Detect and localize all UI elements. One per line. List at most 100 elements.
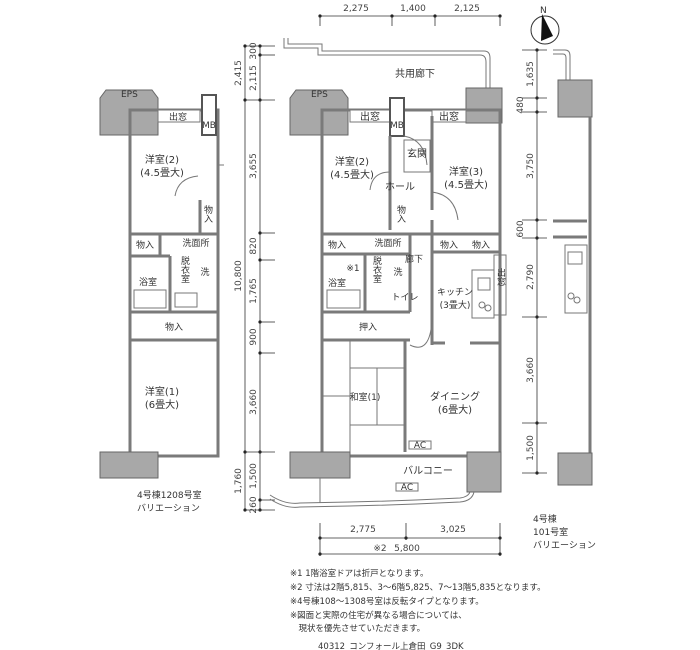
note-2: ※2 寸法は2階5,815、3～6階5,825、7～13階5,835となります。 [290,582,546,593]
dim-top-2: 1,400 [400,4,426,14]
dim-right-4: 600 [516,220,526,237]
left-floor-plan: EPS [99,89,224,479]
main-floor-plan: EPS [269,38,507,508]
dim-top-1: 2,275 [343,4,369,14]
label-ac-1: AC [414,441,426,451]
note-3: ※4号棟108～1308号室は反転タイプとなります。 [290,596,484,607]
column-bottom-right [466,451,502,493]
left-label-washroom: 洗面所 [182,237,209,249]
label-kitchen-size: (3畳大) [440,299,471,311]
eps-label: EPS [311,90,328,100]
left-label-mb: MB [202,121,216,131]
dim-bottom-2: 3,025 [440,525,466,535]
left-plan-labels: 出窓 MB 洋室(2) (4.5畳大) 物入 物入 洗面所 脱衣室 洗 浴室 物… [136,111,216,514]
dim-bottom-1: 2,775 [350,525,376,535]
label-common-corridor: 共用廊下 [395,67,435,80]
label-washroom: 洗面所 [374,237,401,249]
label-japanese-room: 和室(1) [350,391,381,403]
label-hall: ホール [385,181,415,193]
label-ac-2: AC [401,483,413,493]
left-dimensions: 2,415 10,800 1,760 300 2,115 3,655 820 1… [234,42,275,514]
label-dressing-room: 脱衣室 [371,255,382,283]
label-balcony: バルコニー [403,465,453,477]
eps-column [289,89,349,136]
dim-left-inner-7: 3,660 [249,389,259,415]
right-plan-caption: 4号棟 [533,513,557,525]
dim-right-3: 3,750 [526,153,536,179]
dim-bottom-mark: ※2 [373,544,386,554]
dim-left-inner-4: 820 [249,237,259,254]
dim-left-inner-1: 300 [249,42,259,59]
top-dimensions: 2,275 1,400 2,125 [318,4,502,26]
dim-top-3: 2,125 [454,4,480,14]
dim-left-inner-2: 2,115 [249,65,259,91]
label-storage-c: 物入 [472,239,490,251]
left-label-storage-b: 物入 [165,321,183,333]
left-label-bath: 浴室 [139,276,157,288]
label-bay-window-1: 出窓 [360,110,380,123]
label-entrance: 玄関 [407,147,427,160]
label-closet: 押入 [359,321,377,333]
left-label-dressing-room: 脱衣室 [179,255,190,283]
dim-left-inner-9: 260 [249,496,259,513]
left-plan-caption: 4号棟1208号室 [137,489,202,501]
left-label-room2: 洋室(2) [145,153,179,166]
left-label-washer: 洗 [200,266,209,278]
dim-left-inner-8: 1,500 [249,463,259,489]
dim-bottom-total: 5,800 [394,544,420,554]
dim-left-outer-1: 2,415 [234,60,244,86]
label-room2-size: (4.5畳大) [330,168,374,181]
bottom-dimensions: 2,775 3,025 ※2 5,800 [318,523,502,556]
label-bath: 浴室 [328,277,346,289]
label-bay-window-3: 出窓 [495,267,506,286]
note-1: ※1 1階浴室ドアは折戸となります。 [290,568,429,579]
left-label-room1-size: (6畳大) [145,398,179,411]
compass-label: N [540,6,547,16]
dim-right-2: 480 [516,96,526,113]
column-top-right [465,87,503,124]
notes: ※1 1階浴室ドアは折戸となります。 ※2 寸法は2階5,815、3～6階5,8… [290,568,546,650]
note-5: 現状を優先させていただきます。 [290,623,425,634]
note-4: ※図面と実際の住宅が異なる場合については、 [290,610,467,621]
dim-left-inner-3: 3,655 [249,153,259,179]
label-hallway: 廊下 [405,253,423,265]
north-arrow-icon [541,14,553,41]
label-toilet: トイレ [391,293,418,303]
label-storage-b: 物入 [440,239,458,251]
label-washer: 洗 [393,266,402,278]
dim-right-7: 1,500 [526,435,536,461]
label-dining: ダイニング [430,390,480,403]
label-room3-size: (4.5畳大) [444,178,488,191]
dim-left-inner-5: 1,765 [249,278,259,304]
left-label-room1: 洋室(1) [145,385,179,398]
dim-right-6: 3,660 [526,357,536,383]
left-label-storage-a: 物入 [136,239,154,251]
label-kitchen: キッチン [437,287,473,298]
label-room2: 洋室(2) [335,155,369,168]
label-storage-a: 物入 [328,239,346,251]
north-compass: N [530,6,560,45]
label-note1-mark: ※1 [346,264,359,274]
dim-left-inner-6: 900 [249,328,259,345]
dim-left-outer-3: 1,760 [234,468,244,494]
label-room3: 洋室(3) [449,165,483,178]
label-bay-window-2: 出窓 [439,110,459,123]
left-label-room2-size: (4.5畳大) [140,166,184,179]
right-dimensions: 1,635 480 3,750 600 2,790 3,660 1,500 [516,48,547,475]
right-floor-plan [553,49,593,486]
right-plan-caption-room: 101号室 [533,526,568,538]
label-storage-vertical: 物入 [395,204,406,223]
left-plan-caption-variation: バリエーション [137,503,200,514]
label-dining-size: (6畳大) [438,403,472,416]
footer-plan-id: 40312_コンフォール上倉田_G9_3DK [318,641,464,650]
dim-right-5: 2,790 [526,264,536,290]
label-mb: MB [390,121,404,131]
right-plan-caption-variation: バリエーション [533,540,596,551]
dim-left-outer-2: 10,800 [234,260,244,292]
main-plan-labels: 共用廊下 出窓 出窓 MB 洋室(2) (4.5畳大) 玄関 ホール 洋室(3)… [328,67,506,493]
column-bottom-left [289,451,351,479]
left-eps-label: EPS [121,90,138,100]
left-label-bay-window: 出窓 [169,111,187,123]
left-label-storage-vertical: 物入 [202,204,213,223]
